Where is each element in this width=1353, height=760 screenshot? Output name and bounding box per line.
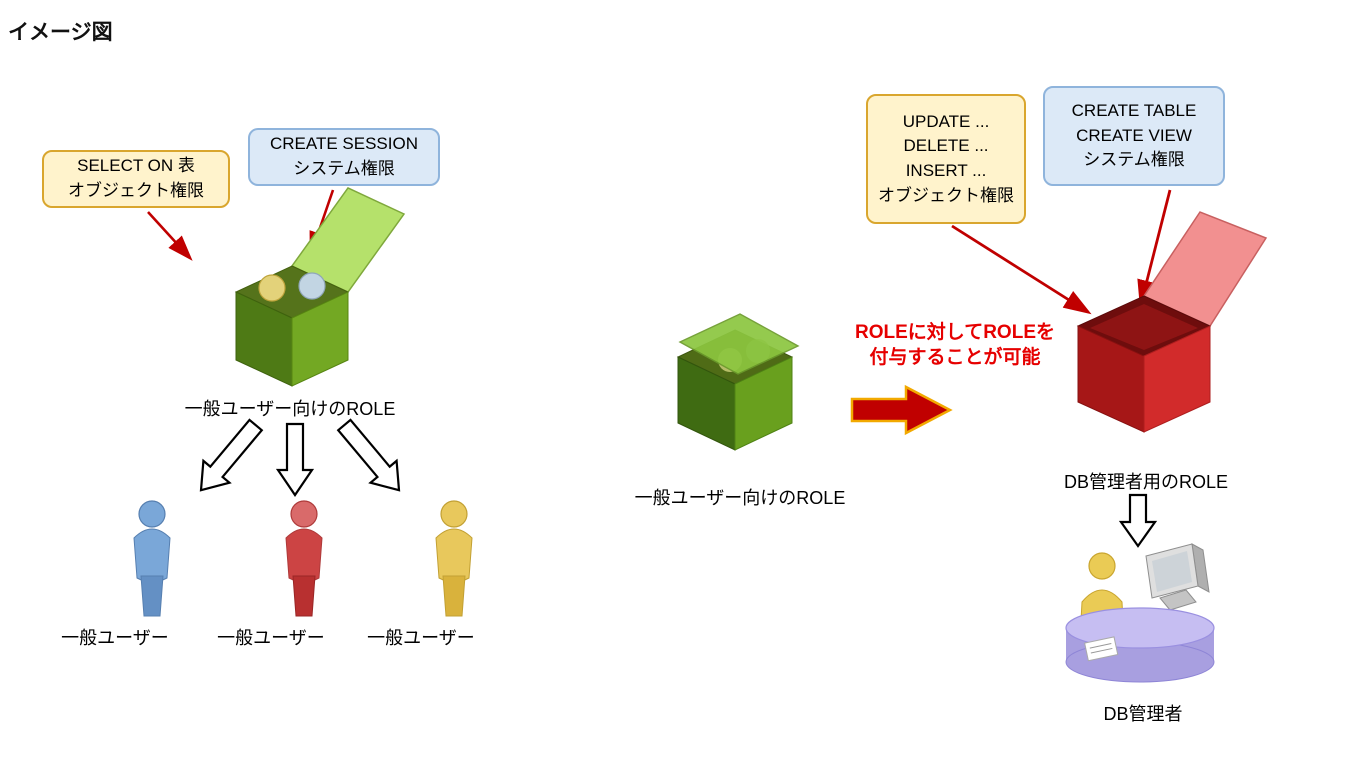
user-figure-red-icon bbox=[285, 500, 323, 617]
pointer-arrow-right-system-icon bbox=[1137, 189, 1172, 309]
callout-line: SELECT ON 表 bbox=[77, 156, 195, 176]
callout-line: システム権限 bbox=[1083, 150, 1185, 170]
grant-note-line: ROLEに対してROLEを bbox=[855, 322, 1055, 343]
label-general-user-role: 一般ユーザー向けのROLE bbox=[184, 399, 396, 419]
hollow-arrow-admin-icon bbox=[1118, 493, 1158, 548]
label-general-user-2: 一般ユーザー bbox=[217, 628, 325, 648]
label-general-user-1: 一般ユーザー bbox=[61, 628, 169, 648]
page-title: イメージ図 bbox=[8, 21, 113, 44]
hollow-arrow-middle-icon bbox=[275, 422, 315, 497]
callout-line: オブジェクト権限 bbox=[878, 185, 1014, 205]
callout-line: INSERT ... bbox=[905, 161, 987, 180]
hollow-arrow-right-icon bbox=[336, 418, 401, 492]
label-general-user-3: 一般ユーザー bbox=[367, 628, 475, 648]
callout-line: CREATE VIEW bbox=[1076, 125, 1192, 145]
callout-create-table-view-system-privilege: CREATE TABLE CREATE VIEW システム権限 bbox=[1043, 86, 1225, 186]
role-box-green-closed-icon bbox=[676, 313, 800, 451]
db-admin-figure-icon bbox=[1065, 543, 1215, 683]
paper-icon bbox=[1084, 636, 1119, 662]
callout-select-on-object-privilege: SELECT ON 表 オブジェクト権限 bbox=[42, 150, 230, 208]
grant-note-line: 付与することが可能 bbox=[869, 347, 1041, 369]
admin-desk-icon bbox=[1065, 607, 1215, 683]
grant-block-arrow-icon bbox=[850, 384, 953, 436]
callout-create-session-system-privilege: CREATE SESSION システム権限 bbox=[248, 128, 440, 186]
user-figure-yellow-icon bbox=[435, 500, 473, 617]
label-db-admin-role: DB管理者用のROLE bbox=[1063, 472, 1229, 492]
callout-line: CREATE SESSION bbox=[270, 134, 418, 154]
callout-line: CREATE TABLE bbox=[1071, 101, 1197, 121]
callout-line: UPDATE ... bbox=[902, 111, 990, 131]
role-box-green-open-icon bbox=[234, 187, 406, 387]
hollow-arrow-left-icon bbox=[199, 418, 264, 492]
pointer-arrow-left-object-icon bbox=[147, 211, 193, 261]
callout-line: オブジェクト権限 bbox=[68, 181, 204, 200]
label-db-admin: DB管理者 bbox=[1103, 704, 1183, 724]
computer-monitor-icon bbox=[1145, 543, 1210, 611]
callout-line: DELETE ... bbox=[903, 136, 989, 156]
callout-line: システム権限 bbox=[293, 159, 395, 178]
grant-role-to-role-note: ROLEに対してROLEを 付与することが可能 bbox=[830, 320, 1080, 370]
label-source-general-user-role: 一般ユーザー向けのROLE bbox=[634, 488, 846, 508]
role-box-red-open-icon bbox=[1076, 211, 1268, 433]
user-figure-blue-icon bbox=[133, 500, 171, 617]
callout-dml-object-privilege: UPDATE ... DELETE ... INSERT ... オブジェクト権… bbox=[866, 94, 1026, 224]
pointer-arrow-right-object-icon bbox=[951, 224, 1092, 315]
